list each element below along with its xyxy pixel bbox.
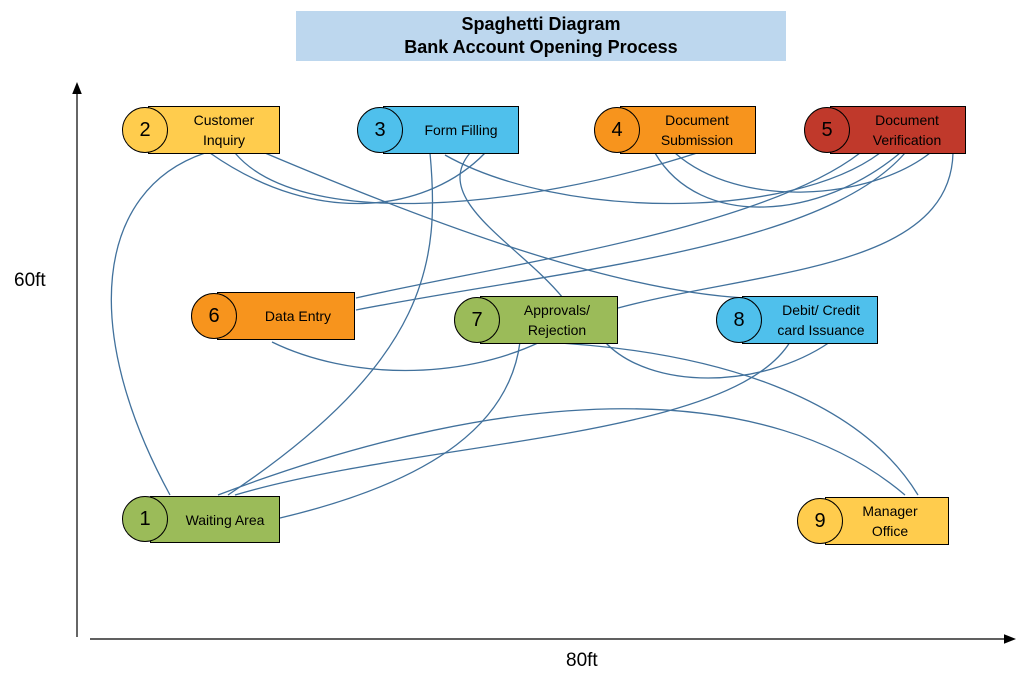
path-7-1 (279, 341, 521, 519)
path-3-1 (227, 152, 434, 496)
node-label: Document Submission (660, 112, 734, 148)
node-number-circle: 8 (716, 297, 762, 343)
node-label: Manager Office (862, 503, 918, 539)
node-label: Approvals/ Rejection (523, 302, 591, 338)
node-number-circle: 9 (797, 498, 843, 544)
node-label-box: Document Verification (830, 106, 966, 154)
path-7-9 (539, 341, 919, 496)
path-6-5b (355, 152, 906, 311)
path-3-7 (459, 152, 564, 299)
node-label-box: Form Filling (383, 106, 519, 154)
node-label: Waiting Area (185, 511, 265, 528)
path-6-7 (271, 341, 541, 372)
node-label-box: Document Submission (620, 106, 756, 154)
node-label-box: Manager Office (825, 497, 949, 545)
node-label: Customer Inquiry (193, 112, 255, 148)
path-7-5 (617, 152, 954, 309)
node-number: 8 (733, 308, 745, 331)
node-number: 7 (471, 308, 483, 331)
node-label: Debit/ Credit card Issuance (777, 302, 865, 338)
node-number-circle: 2 (122, 107, 168, 153)
path-4-5b (674, 152, 931, 193)
node-number: 6 (208, 304, 220, 327)
title-line-1: Spaghetti Diagram (461, 14, 621, 34)
node-number: 3 (374, 118, 386, 141)
node-label-box: Data Entry (217, 292, 355, 340)
y-axis-label: 60ft (14, 270, 46, 291)
node-label-box: Debit/ Credit card Issuance (742, 296, 878, 344)
path-6-5 (355, 152, 861, 299)
node-number-circle: 1 (122, 496, 168, 542)
path-4-5a (654, 152, 901, 208)
path-2-8 (264, 152, 746, 299)
diagram-title: Spaghetti Diagram Bank Account Opening P… (296, 11, 786, 61)
node-number-circle: 3 (357, 107, 403, 153)
path-3-5 (444, 152, 881, 205)
node-label: Form Filling (424, 122, 498, 138)
title-line-2: Bank Account Opening Process (404, 37, 678, 57)
node-label-box: Customer Inquiry (148, 106, 280, 154)
node-number-circle: 7 (454, 297, 500, 343)
node-label: Data Entry (264, 308, 332, 324)
path-8-1 (234, 341, 791, 496)
x-axis-label: 80ft (566, 650, 598, 671)
node-number-circle: 4 (594, 107, 640, 153)
node-number: 5 (821, 118, 833, 141)
node-number: 4 (611, 118, 623, 141)
node-label: Document Verification (872, 112, 942, 148)
node-number: 2 (139, 118, 151, 141)
node-number: 1 (139, 507, 151, 530)
node-number-circle: 5 (804, 107, 850, 153)
path-7-8 (604, 341, 831, 379)
path-1-2 (110, 152, 206, 496)
path-2-3 (209, 152, 486, 205)
path-2-4 (234, 152, 698, 205)
node-number: 9 (814, 509, 826, 532)
movement-paths (110, 152, 954, 519)
node-label-box: Approvals/ Rejection (480, 296, 618, 344)
node-label-box: Waiting Area (150, 496, 280, 543)
node-number-circle: 6 (191, 293, 237, 339)
path-9-1 (217, 408, 906, 496)
